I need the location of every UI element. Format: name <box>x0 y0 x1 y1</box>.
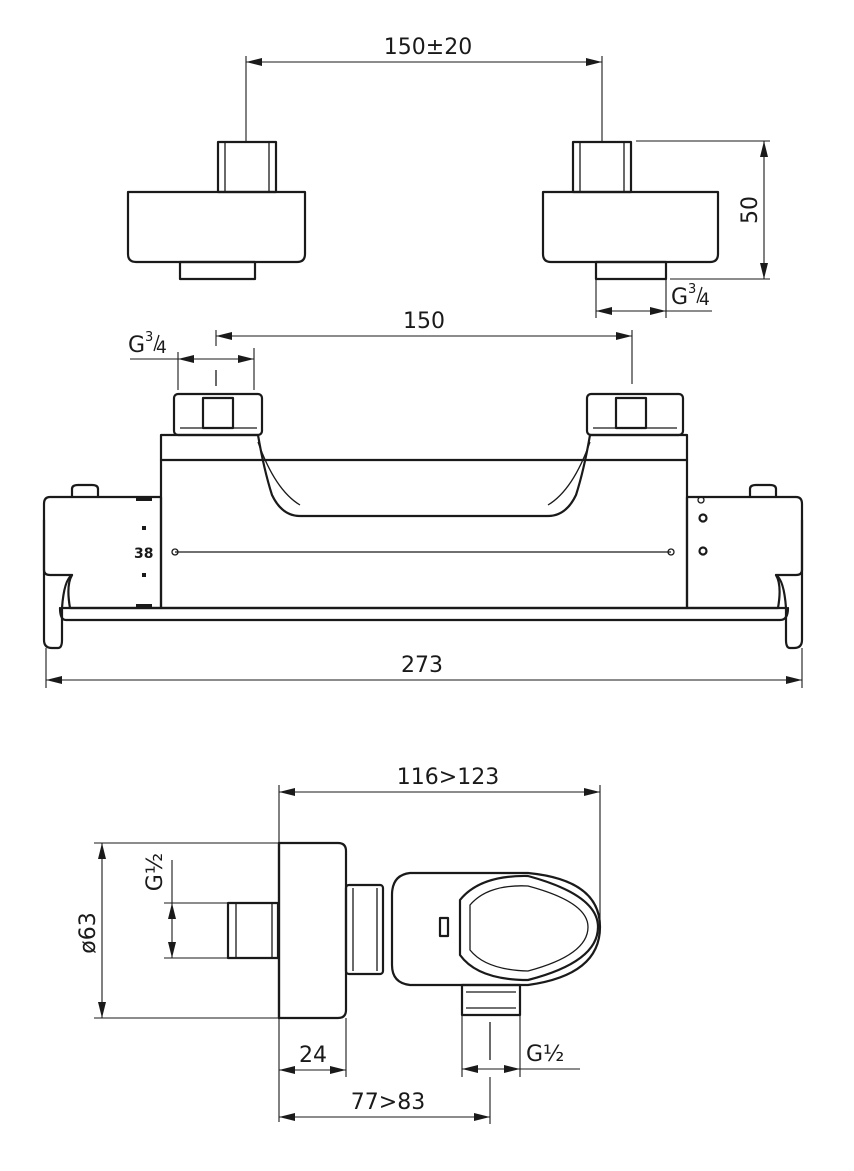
dimension-label-side-thread: G½ <box>143 853 168 891</box>
temperature-scale: 38 <box>134 497 153 608</box>
eccentric-connector-left <box>126 140 307 281</box>
dimension-depth: 116>123 <box>278 765 601 927</box>
fraction-numerator: 3 <box>688 282 696 297</box>
dimension-inlet-spacing: 150±20 <box>245 35 603 142</box>
dimension-label-outlet-thread: G½ <box>526 1042 564 1067</box>
dimension-label-eccentric-height: 50 <box>738 196 763 224</box>
dimension-eccentric-thread: G 3 4 <box>595 279 712 318</box>
dimension-body-spacing: 150 <box>215 309 633 384</box>
mixer-side-view <box>226 841 602 1020</box>
dimension-label-total-length: 273 <box>401 653 443 678</box>
temperature-mark-38: 38 <box>134 546 153 562</box>
dimension-total-length: 273 <box>45 648 803 688</box>
dimension-side-thread: G½ <box>143 853 228 959</box>
inlet-nut-right <box>585 392 685 437</box>
flow-handle <box>685 483 804 650</box>
dimension-label-wall-plate: 24 <box>299 1043 327 1068</box>
fraction-denominator-left: 4 <box>156 338 167 358</box>
dimension-wall-plate: 24 <box>278 1018 347 1122</box>
dimension-label-depth: 116>123 <box>397 765 499 790</box>
dimension-diameter: ø63 <box>76 842 279 1019</box>
dimension-outlet-thread: G½ <box>461 1015 580 1077</box>
dimension-outlet-position: 77>83 <box>279 1077 491 1124</box>
thread-label-g-left: G <box>128 333 145 358</box>
fraction-numerator-left: 3 <box>145 330 153 345</box>
inlet-nut-left <box>172 392 264 437</box>
mixer-front-view: 38 <box>42 392 804 650</box>
dimension-eccentric-height: 50 <box>636 140 770 280</box>
temperature-handle: 38 <box>42 483 163 650</box>
dimension-label-outlet-position: 77>83 <box>351 1090 425 1115</box>
thread-label-g: G <box>671 285 688 310</box>
fraction-denominator: 4 <box>699 290 710 310</box>
dimension-label-body-spacing: 150 <box>403 309 445 334</box>
dimension-label-inlet-spacing: 150±20 <box>384 35 472 60</box>
mixer-body <box>58 433 790 622</box>
flow-indicator-dots <box>697 496 708 556</box>
dimension-label-diameter: ø63 <box>76 912 101 953</box>
eccentric-connector-right <box>541 140 720 281</box>
dimension-body-thread: G 3 4 <box>128 330 255 390</box>
eccentric-connectors <box>126 140 720 281</box>
